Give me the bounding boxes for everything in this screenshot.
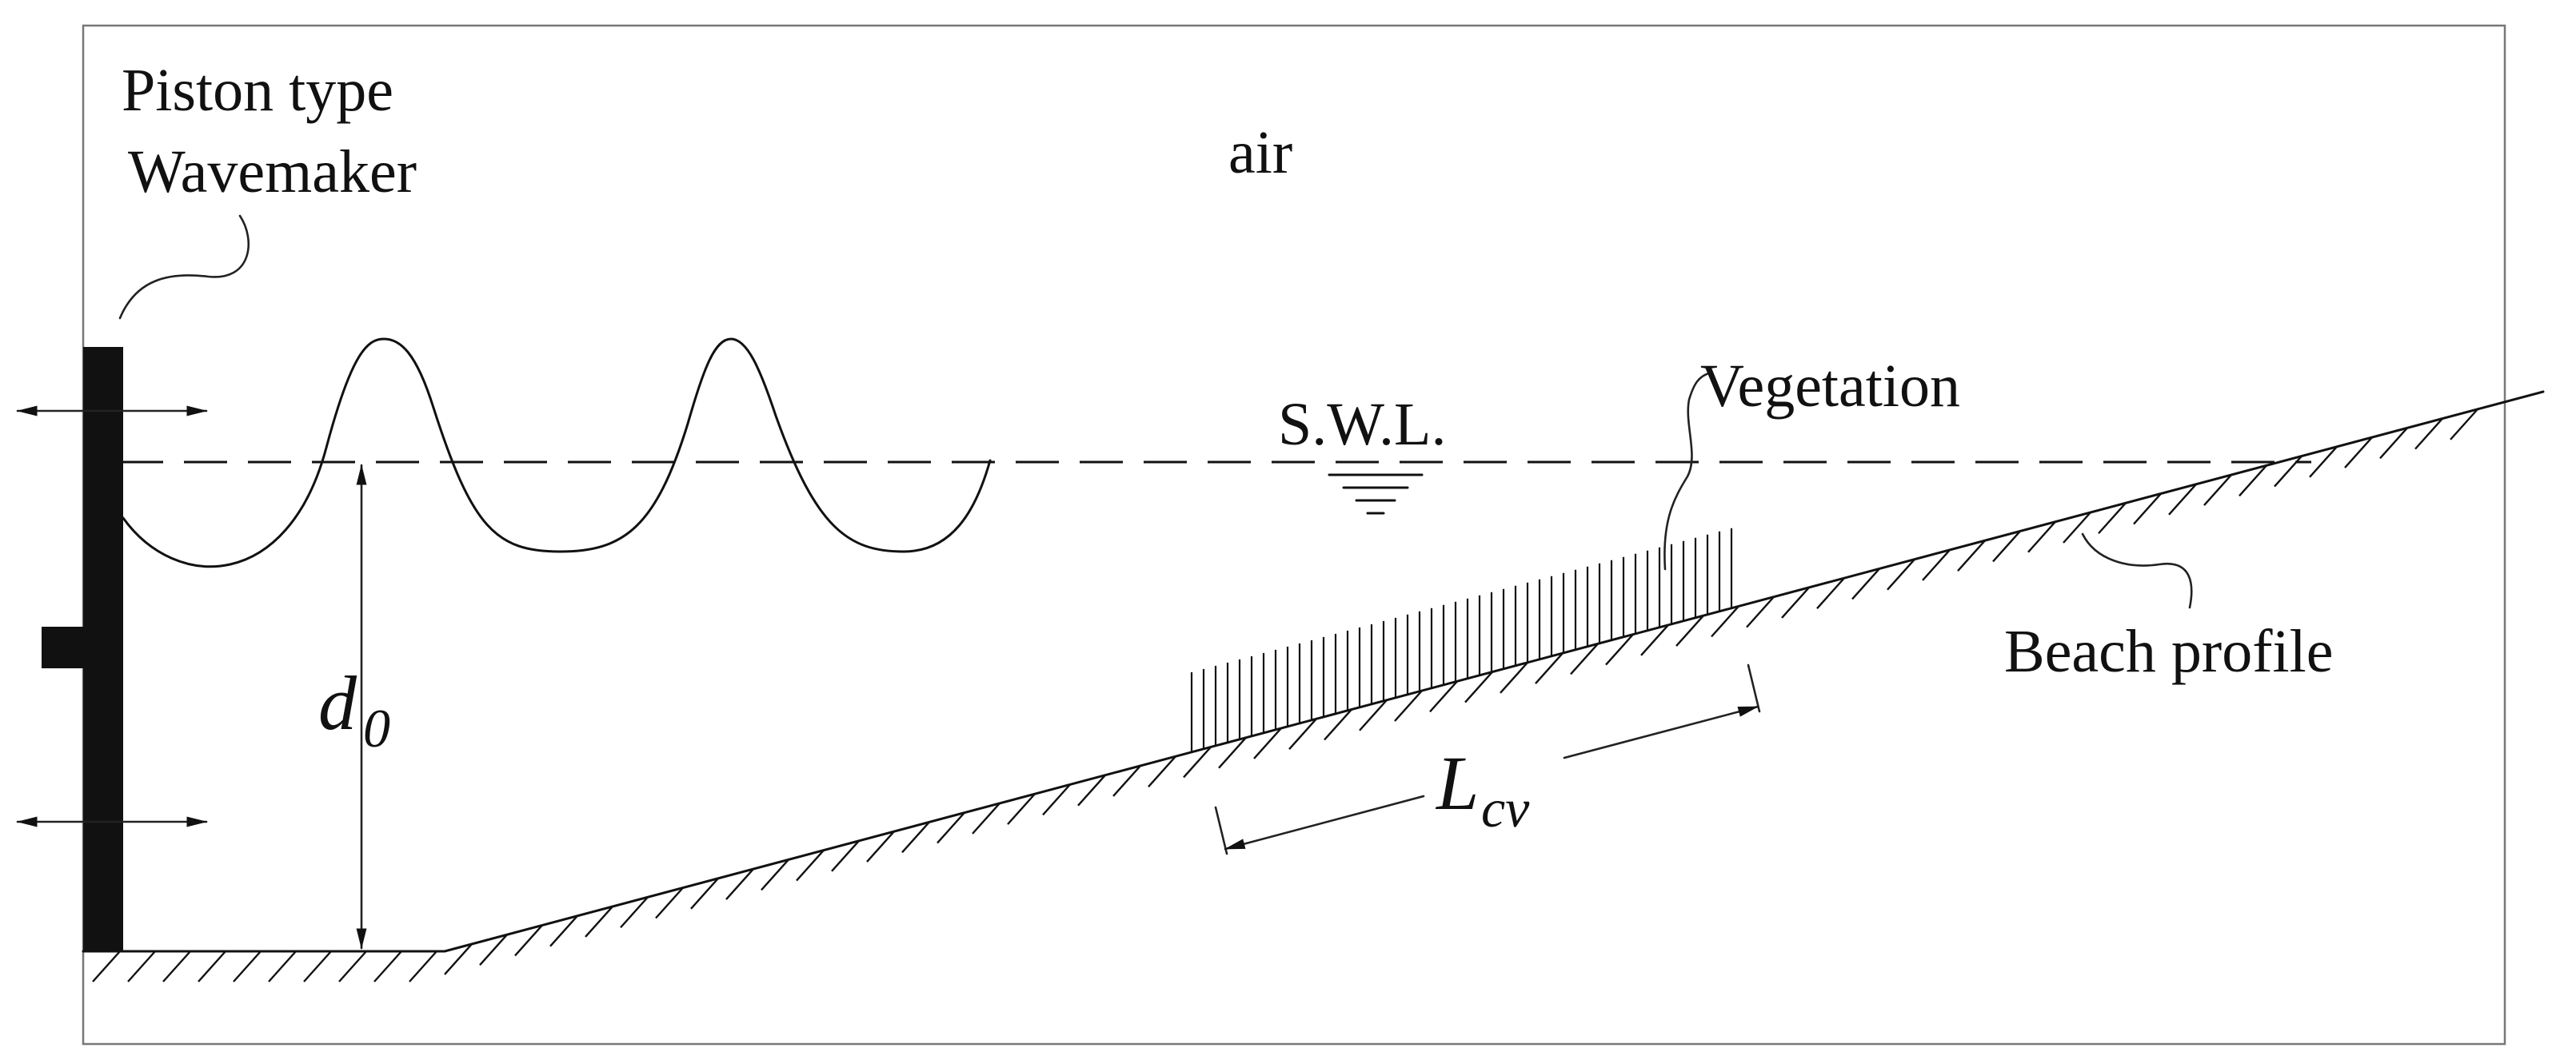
hatch-mark: [2027, 520, 2056, 553]
hatch-mark: [162, 950, 191, 982]
beach-profile-label: Beach profile: [2004, 618, 2333, 685]
hatch-mark: [1007, 793, 1036, 825]
vegetation-length-dimension: [1214, 663, 1761, 855]
hatch-mark: [1535, 652, 1564, 684]
seabed-hatching: [92, 408, 2478, 982]
hatch-mark: [409, 950, 437, 982]
wavemaker-label-line1: Piston type: [122, 57, 393, 124]
beach-profile-leader-line: [2081, 532, 2193, 609]
hatch-mark: [338, 950, 367, 982]
hatch-mark: [2450, 408, 2478, 440]
hatch-mark: [1500, 661, 1528, 694]
hatch-mark: [444, 943, 473, 975]
hatch-mark: [725, 868, 754, 900]
hatch-mark: [2239, 464, 2267, 497]
hatch-mark: [1077, 774, 1106, 807]
hatch-mark: [1253, 727, 1282, 759]
hatch-mark: [303, 950, 332, 982]
hatch-mark: [1429, 680, 1458, 713]
hatch-mark: [831, 840, 860, 872]
hatch-mark: [1781, 587, 1810, 619]
hatch-mark: [866, 831, 895, 863]
vegetation-stems: [1190, 528, 1733, 752]
hatch-mark: [2344, 436, 2373, 468]
hatch-mark: [2379, 427, 2408, 460]
diagram-frame: [82, 24, 2506, 1046]
hatch-mark: [2309, 446, 2338, 478]
vegetation-leader-line: [1663, 371, 1713, 571]
hatch-mark: [1394, 690, 1423, 722]
hatch-mark: [2133, 492, 2162, 525]
hatch-mark: [233, 950, 262, 982]
hatch-mark: [690, 877, 719, 910]
hatch-mark: [2063, 512, 2091, 544]
hatch-mark: [373, 950, 402, 982]
hatch-mark: [1148, 755, 1176, 787]
hatch-mark: [1887, 558, 1915, 591]
hatch-mark: [2168, 483, 2197, 516]
hatch-mark: [972, 803, 1000, 835]
hatch-mark: [761, 859, 789, 891]
hatch-mark: [92, 950, 121, 982]
hatch-mark: [1605, 633, 1634, 666]
hatch-mark: [937, 811, 965, 844]
hatch-mark: [1042, 783, 1071, 816]
hatch-mark: [1922, 549, 1951, 581]
hatch-mark: [585, 906, 613, 938]
hatch-mark: [2098, 502, 2127, 535]
hatch-mark: [901, 821, 930, 854]
vegetation-length-label: L cv: [1435, 740, 1530, 839]
hatch-mark: [2274, 455, 2302, 488]
hatch-mark: [479, 934, 508, 966]
hatch-mark: [1851, 568, 1880, 600]
hatch-mark: [514, 924, 543, 957]
hatch-mark: [1640, 624, 1669, 656]
hatch-mark: [1992, 530, 2021, 563]
depth-symbol: d: [318, 660, 357, 746]
hatch-mark: [1112, 765, 1141, 797]
hatch-mark: [268, 950, 297, 982]
length-subscript: cv: [1481, 778, 1530, 839]
hatch-mark: [1957, 540, 1986, 572]
swl-symbol: [1328, 473, 1424, 515]
hatch-mark: [127, 950, 156, 982]
vegetation-label: Vegetation: [1700, 353, 1960, 420]
hatch-mark: [1570, 643, 1599, 675]
hatch-mark: [620, 896, 649, 929]
length-symbol: L: [1435, 740, 1479, 826]
hatch-mark: [2203, 474, 2232, 506]
hatch-mark: [549, 915, 578, 947]
hatch-mark: [1711, 605, 1739, 638]
depth-label: d 0: [318, 660, 390, 759]
wavemaker-label-line2: Wavemaker: [128, 138, 417, 205]
air-label: air: [1228, 119, 1292, 186]
hatch-mark: [1359, 699, 1388, 731]
hatch-mark: [1218, 736, 1247, 769]
depth-subscript: 0: [363, 698, 390, 759]
hatch-mark: [1816, 577, 1845, 609]
beach-slope-line: [443, 390, 2545, 953]
hatch-mark: [1675, 615, 1704, 647]
hatch-mark: [2414, 417, 2443, 450]
hatch-mark: [655, 887, 684, 919]
hatch-mark: [1324, 708, 1352, 741]
wavemaker-leader-line: [118, 214, 250, 320]
hatch-mark: [1288, 718, 1317, 751]
wave-profile: [122, 337, 992, 568]
hatch-mark: [1746, 596, 1775, 628]
hatch-mark: [198, 950, 226, 982]
hatch-mark: [1183, 746, 1212, 779]
hatch-mark: [796, 849, 825, 882]
swl-label: S.W.L.: [1278, 391, 1446, 458]
hatch-mark: [1464, 671, 1493, 703]
wavemaker-paddle: [42, 347, 123, 951]
